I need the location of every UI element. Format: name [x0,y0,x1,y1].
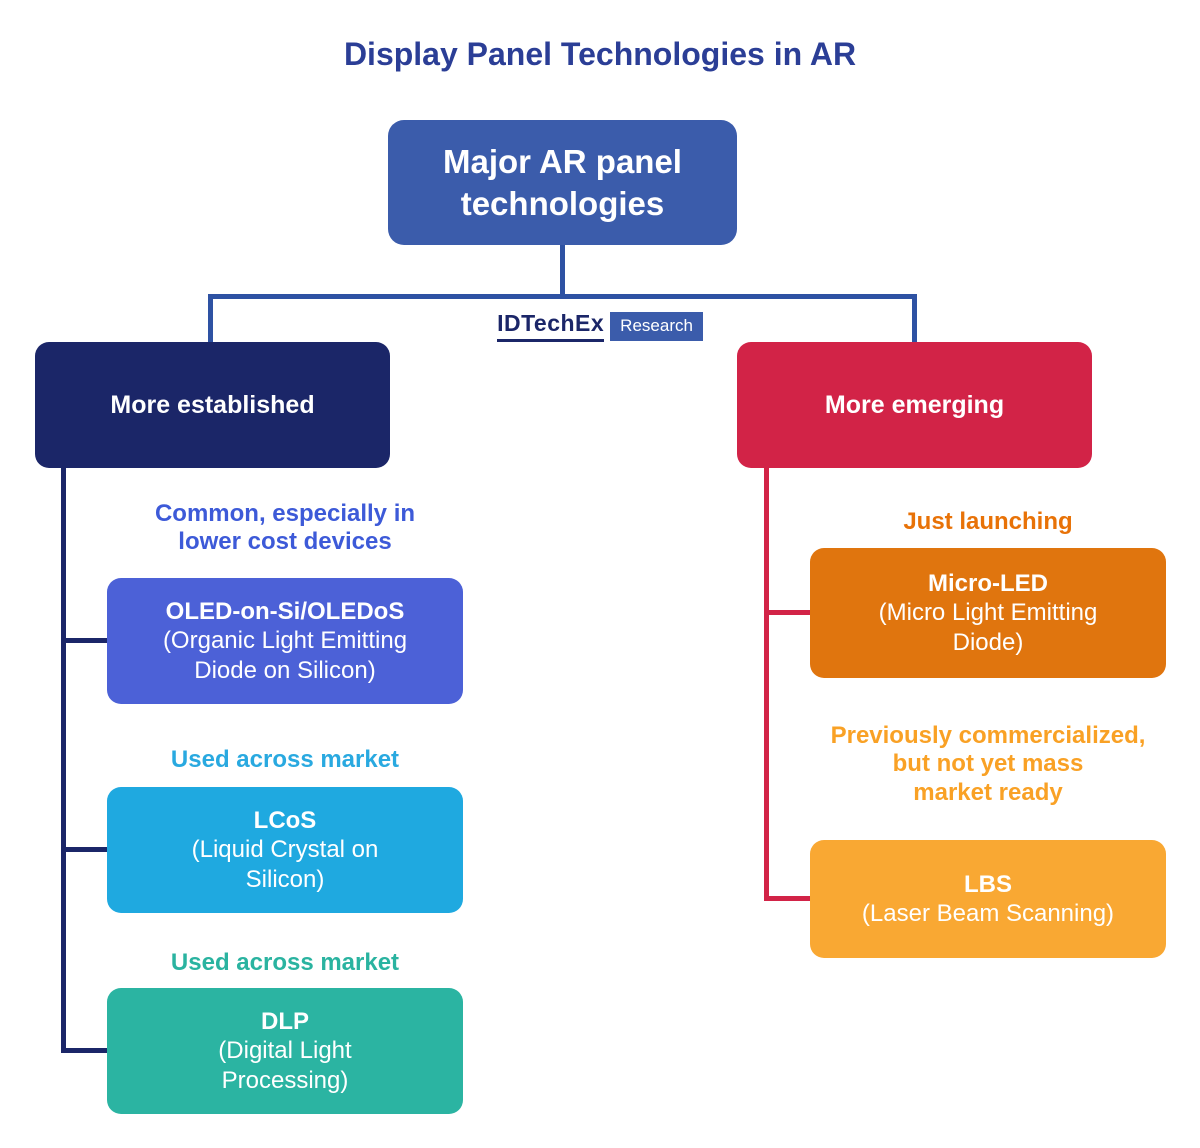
node-oled-on-si: OLED-on-Si/OLEDoS (Organic Light Emittin… [107,578,463,704]
connector-right-drop [912,294,917,342]
node-dlp-desc: (Digital Light Processing) [218,1037,352,1094]
connector-established-vertical [61,468,66,1053]
note-lbs: Previously commercialized, but not yet m… [830,722,1146,806]
node-lcos-desc: (Liquid Crystal on Silicon) [191,836,379,893]
connector-emerging-vertical [764,468,769,901]
note-microled: Just launching [903,508,1073,535]
node-dlp-title: DLP [261,1008,309,1036]
connector-established-stub-oled [61,638,111,643]
note-lcos: Used across market [170,746,400,773]
node-microled-desc: (Micro Light Emitting Diode) [878,599,1098,656]
node-microled-title: Micro-LED [928,570,1048,598]
root-node-major-ar-panel: Major AR panel technologies [388,120,737,245]
connector-established-stub-lcos [61,847,111,852]
page-title: Display Panel Technologies in AR [343,36,857,72]
node-lcos: LCoS (Liquid Crystal on Silicon) [107,787,463,913]
idtechex-logo-research-badge: Research [610,311,703,341]
note-oled: Common, especially in lower cost devices [154,500,416,556]
branch-more-established-label: More established [110,390,315,419]
branch-more-established: More established [35,342,390,468]
connector-emerging-stub-lbs [764,896,812,901]
connector-left-drop [208,294,213,342]
connector-root-vertical [560,245,565,297]
connector-top-horizontal [208,294,917,299]
node-lbs-desc: (Laser Beam Scanning) [861,900,1115,927]
node-oled-desc: (Organic Light Emitting Diode on Silicon… [162,627,408,684]
node-microled: Micro-LED (Micro Light Emitting Diode) [810,548,1166,678]
connector-established-stub-dlp [61,1048,111,1053]
branch-more-emerging-label: More emerging [824,390,1005,419]
idtechex-logo: IDTechEx Research [0,310,1200,342]
node-lcos-title: LCoS [253,807,317,835]
idtechex-logo-brand: IDTechEx [497,310,605,342]
node-oled-title: OLED-on-Si/OLEDoS [165,598,405,626]
branch-more-emerging: More emerging [737,342,1092,468]
connector-emerging-stub-microled [764,610,812,615]
root-node-label: Major AR panel technologies [443,143,682,222]
node-dlp: DLP (Digital Light Processing) [107,988,463,1114]
node-lbs-title: LBS [964,870,1012,898]
note-dlp: Used across market [170,949,400,976]
node-lbs: LBS (Laser Beam Scanning) [810,840,1166,958]
